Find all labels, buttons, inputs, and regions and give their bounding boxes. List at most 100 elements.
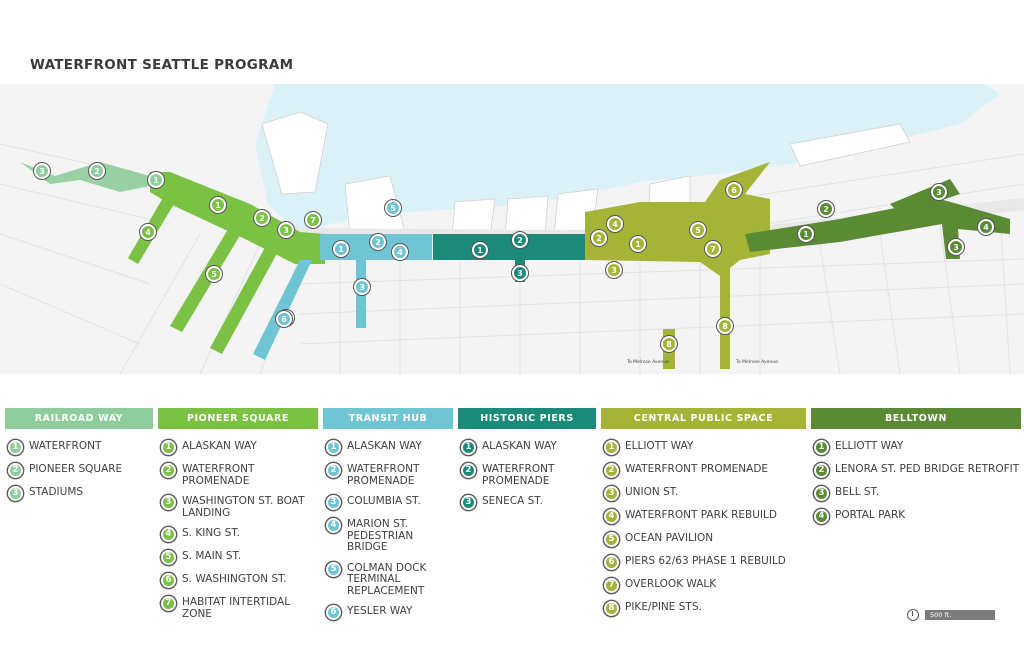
map-marker[interactable]: 2 (817, 200, 835, 218)
legend-item-label: COLUMBIA ST. (347, 495, 421, 507)
map-marker[interactable]: 1 (471, 241, 489, 259)
map-marker[interactable]: 3 (33, 162, 51, 180)
marker-number: 7 (710, 245, 716, 254)
marker-number: 1 (153, 176, 159, 185)
legend-item-label: WATERFRONT PROMENADE (625, 463, 769, 475)
legend-header: TRANSIT HUB (323, 408, 453, 429)
map-marker[interactable]: 3 (605, 261, 623, 279)
marker-dot (256, 212, 268, 224)
map-marker[interactable]: 2 (511, 231, 529, 249)
legend-item-label: ALASKAN WAY (482, 440, 557, 452)
elliott-bay-water (255, 84, 1000, 234)
legend-item[interactable]: 2 WATERFRONT PROMENADE (601, 463, 806, 478)
map-marker[interactable]: 1 (629, 235, 647, 253)
to-melrose-label-2: To Melrose Avenue (735, 359, 778, 365)
number-badge: 2 (326, 463, 341, 478)
map-marker[interactable]: 2 (88, 162, 106, 180)
map-marker[interactable]: 8 (660, 335, 678, 353)
legend-item-label: ELLIOTT WAY (625, 440, 694, 452)
marker-number: 1 (338, 245, 344, 254)
map-marker[interactable]: 5 (205, 265, 223, 283)
north-arrow-icon (907, 609, 919, 621)
map-marker[interactable]: 6 (725, 181, 743, 199)
map-marker[interactable]: 2 (369, 233, 387, 251)
map-marker[interactable]: 3 (277, 221, 295, 239)
map-marker[interactable]: 6 (275, 310, 293, 328)
number-badge: 7 (161, 596, 176, 611)
map-marker[interactable]: 8 (716, 317, 734, 335)
map-marker[interactable]: 5 (689, 221, 707, 239)
legend-header: RAILROAD WAY (5, 408, 153, 429)
marker-dot (593, 232, 605, 244)
map-marker[interactable]: 4 (606, 215, 624, 233)
map-marker[interactable]: 1 (797, 225, 815, 243)
map-marker[interactable]: 7 (704, 240, 722, 258)
map-marker[interactable]: 5 (384, 199, 402, 217)
legend-item-label: WATERFRONT PROMENADE (182, 463, 255, 487)
map-marker[interactable]: 1 (332, 240, 350, 258)
map-marker[interactable]: 7 (304, 211, 322, 229)
marker-number: 3 (359, 283, 365, 292)
map-marker[interactable]: 3 (511, 264, 529, 282)
marker-dot (692, 224, 704, 236)
marker-number: 3 (611, 266, 617, 275)
number-badge: 7 (604, 578, 619, 593)
map-marker[interactable]: 3 (353, 278, 371, 296)
map-marker[interactable]: 1 (209, 196, 227, 214)
scale-bar-label: 500 ft. (925, 610, 995, 620)
map-marker[interactable]: 2 (590, 229, 608, 247)
legend-item-label: HABITAT INTERTIDAL ZONE (182, 596, 291, 620)
legend-item[interactable]: 7 HABITAT INTERTIDAL ZONE (158, 596, 318, 620)
map-marker[interactable]: 4 (139, 223, 157, 241)
marker-dot (356, 281, 368, 293)
legend-item-label: MARION ST. PEDESTRIAN BRIDGE (347, 518, 414, 553)
map-marker[interactable]: 4 (391, 243, 409, 261)
scale-bar: 500 ft. (903, 608, 998, 622)
legend-item[interactable]: 3 COLUMBIA ST. (323, 495, 453, 510)
map-marker[interactable]: 3 (947, 238, 965, 256)
marker-dot (719, 320, 731, 332)
map-marker[interactable]: 2 (253, 209, 271, 227)
number-badge: 3 (326, 495, 341, 510)
number-badge: 4 (814, 509, 829, 524)
map-marker[interactable]: 3 (930, 183, 948, 201)
number-badge: 3 (8, 486, 23, 501)
number-badge: 3 (814, 486, 829, 501)
number-badge: 2 (604, 463, 619, 478)
marker-number: 3 (953, 243, 959, 252)
railroad-way-segment[interactable] (20, 162, 160, 192)
pioneer-square-segment[interactable] (128, 172, 325, 354)
map-marker[interactable]: 1 (147, 171, 165, 189)
map-marker[interactable]: 4 (977, 218, 995, 236)
